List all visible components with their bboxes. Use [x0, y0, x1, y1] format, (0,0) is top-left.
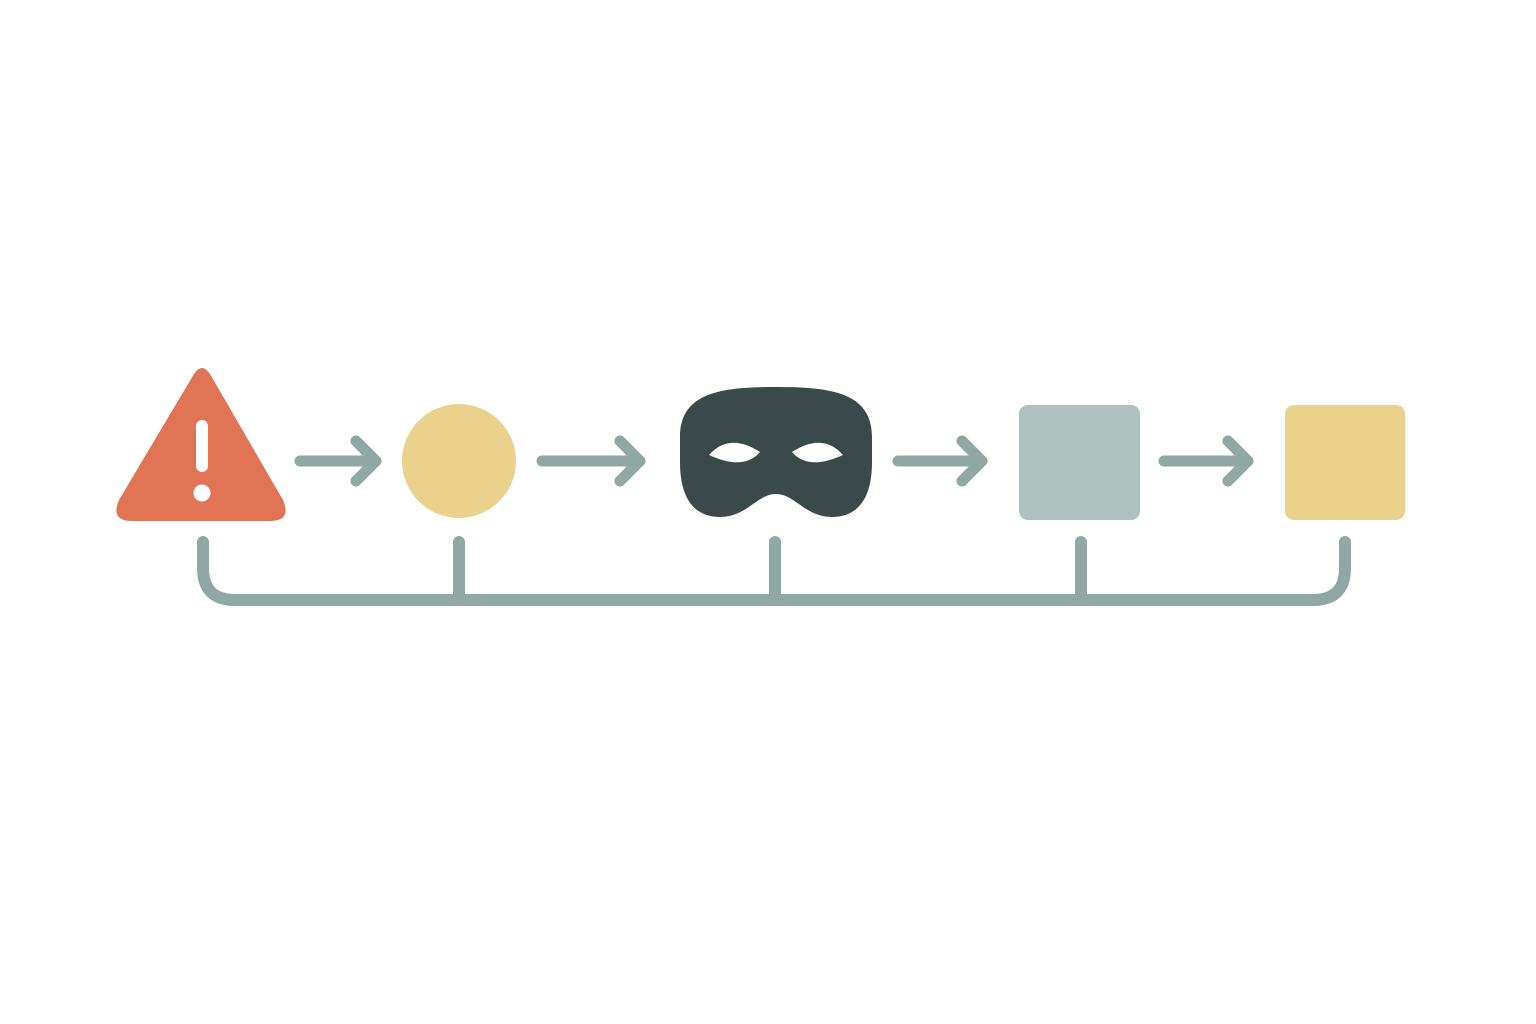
mask-left-eye: [709, 442, 760, 463]
mask-right-eye: [792, 442, 843, 463]
warning-exclamation-bar: [196, 420, 208, 472]
gray-square-shape: [1019, 405, 1140, 520]
circle-shape: [402, 404, 516, 518]
warning-exclamation-dot: [193, 484, 211, 502]
yellow-square-shape: [1285, 405, 1405, 520]
flow-arrows: [294, 435, 1254, 487]
arrow-gray-square-to-yellow-square: [1158, 435, 1254, 487]
warning-icon: [116, 368, 286, 521]
connector-bus: [197, 536, 1351, 606]
arrow-circle-to-mask: [536, 435, 646, 487]
mask-icon: [680, 387, 872, 517]
arrow-warning-to-circle: [294, 435, 382, 487]
arrow-mask-to-gray-square: [892, 435, 988, 487]
